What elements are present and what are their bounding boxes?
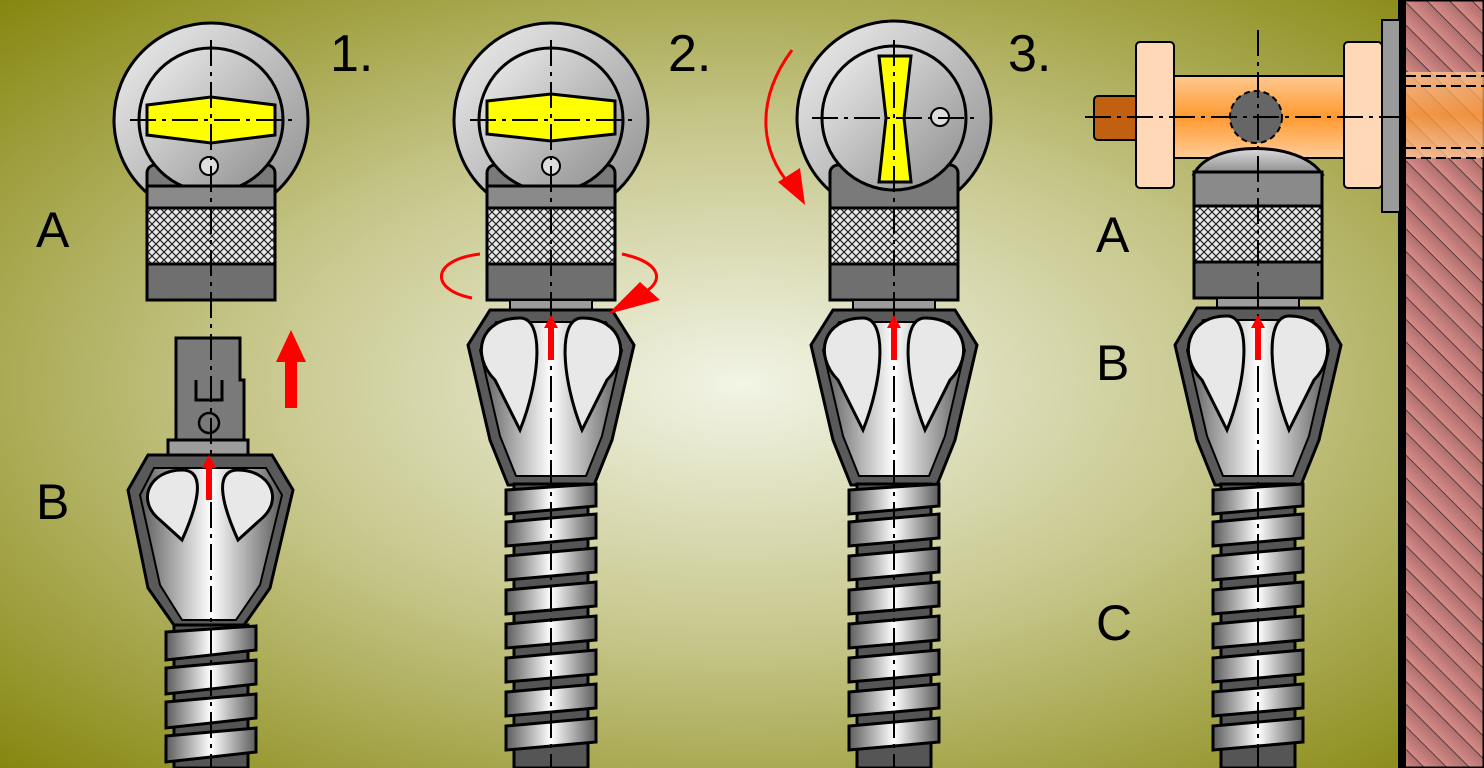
part-label-b: B: [1096, 338, 1129, 388]
part-label-a: A: [1096, 210, 1129, 260]
part-label-c: C: [1096, 598, 1132, 648]
part-label-a: A: [36, 205, 69, 255]
step-number: 3.: [1008, 28, 1051, 80]
step-number: 1.: [330, 28, 373, 80]
step-number: 2.: [668, 28, 711, 80]
part-label-b: B: [36, 477, 69, 527]
